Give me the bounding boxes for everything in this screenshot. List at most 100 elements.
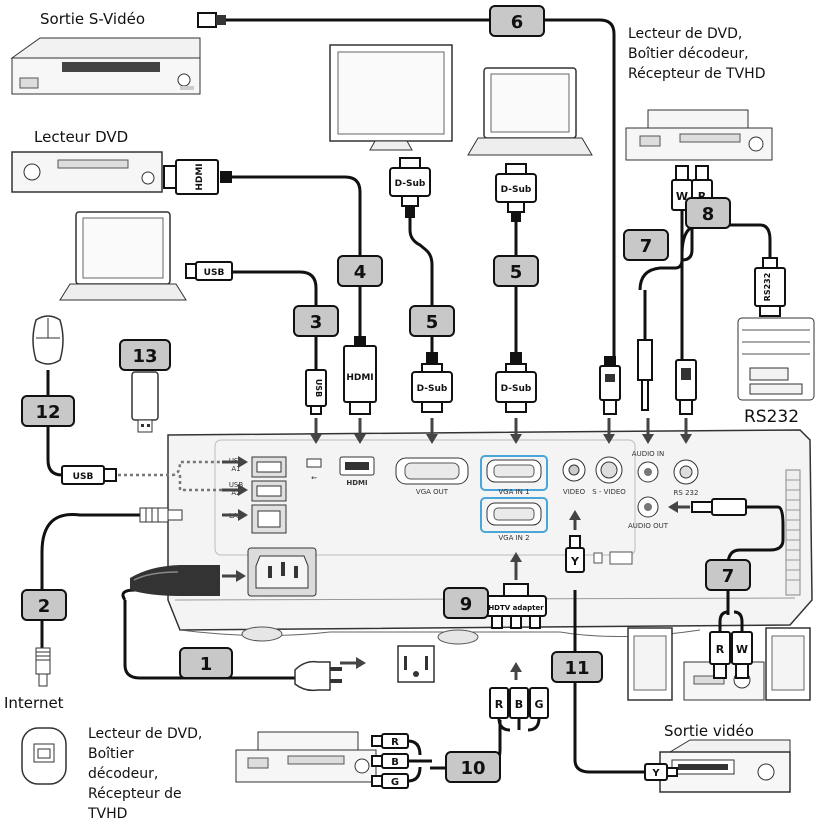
- svg-text:4: 4: [354, 262, 367, 283]
- svg-text:5: 5: [510, 262, 523, 283]
- label-svideo-source: Sortie S-Vidéo: [40, 10, 145, 28]
- mini-usb-port: ⇜: [306, 458, 322, 482]
- vga-in2-label: VGA IN 2: [498, 534, 529, 542]
- cable-badge-3: 3: [293, 305, 339, 337]
- vga-out-label: VGA OUT: [416, 488, 449, 496]
- power-inlet-port: [247, 547, 317, 597]
- label-dvd-bottom-left-2: Boîtier: [88, 746, 134, 762]
- svg-text:⇜: ⇜: [311, 474, 317, 482]
- svg-text:13: 13: [132, 346, 157, 367]
- rca-b-horizontal-label: B: [391, 757, 399, 768]
- svg-text:7: 7: [722, 566, 735, 587]
- laptop-top: [467, 67, 593, 156]
- projector-body: ⇜ HDMI VGA OUT VGA IN 1 VGA IN 2 VIDEO S…: [167, 429, 813, 645]
- svideo-plug-bottom: [599, 356, 621, 415]
- dsub-plug-monitor-bottom: D-Sub: [411, 352, 453, 413]
- label-dvd-bottom-left-5: TVHD: [87, 806, 127, 822]
- dsub-laptop-top-label: D-Sub: [501, 185, 532, 195]
- rca-plugs-audio-bottom: R W: [709, 610, 753, 679]
- hdmi-plug-horizontal: HDMI: [163, 159, 232, 195]
- video-plug-vertical: Y: [565, 535, 585, 573]
- rca-b-vertical-label: B: [515, 698, 523, 711]
- rca-w-bottom-label: W: [736, 643, 748, 656]
- rs232-device: [737, 317, 815, 401]
- kensington-lock-icon: [593, 551, 633, 565]
- audio-out-port: AUDIO OUT: [628, 496, 669, 530]
- dvd-player-left: [11, 151, 163, 193]
- label-dvd-player: Lecteur DVD: [34, 128, 128, 146]
- rca-r-top-label: R: [698, 190, 707, 203]
- video-port-label: VIDEO: [563, 488, 586, 496]
- rca-r-horizontal-label: R: [391, 737, 399, 748]
- svg-text:8: 8: [702, 204, 715, 225]
- lan-plug-bottom: [35, 647, 51, 687]
- port-arrows: [222, 418, 692, 680]
- cable-badge-1: 1: [179, 647, 233, 679]
- power-plug: [294, 660, 342, 692]
- usb-plug-laptop-label: USB: [204, 268, 225, 278]
- svideo-port-label: S - VIDEO: [592, 488, 626, 496]
- laptop-left: [59, 211, 187, 301]
- cable-badge-5a: 5: [409, 305, 455, 337]
- usb-plug-vertical-label: USB: [314, 379, 323, 397]
- dsub-monitor-top-label: D-Sub: [395, 179, 426, 189]
- cable-badge-9: 9: [443, 587, 489, 619]
- rca-r-bottom-label: R: [716, 643, 725, 656]
- rca-g-vertical-label: G: [534, 698, 543, 711]
- hdmi-plug-label: HDMI: [195, 163, 205, 190]
- rca-plugs-rgb-vertical: R B G: [489, 687, 549, 732]
- monitor: [329, 44, 453, 151]
- svideo-port: S - VIDEO: [592, 456, 626, 496]
- cable-badge-10: 10: [445, 751, 501, 783]
- cable-badge-12: 12: [21, 395, 75, 427]
- svg-text:5: 5: [426, 312, 439, 333]
- audio-jack-plug: [637, 339, 653, 411]
- vga-out-port: VGA OUT: [395, 457, 469, 496]
- svg-text:7: 7: [640, 236, 653, 257]
- cable-badge-13: 13: [119, 339, 171, 371]
- wall-outlet-icon: [397, 645, 435, 683]
- usb-plug-laptop: USB: [185, 261, 233, 281]
- usb-a1-sublabel: A1: [231, 465, 240, 473]
- dsub-monitor-bottom-label: D-Sub: [417, 384, 448, 394]
- audio-jack-plug-out: [691, 498, 747, 516]
- usb-dotted-link: [118, 460, 245, 492]
- vga-in2-port: VGA IN 2: [480, 497, 548, 542]
- cable-badge-8: 8: [685, 197, 731, 229]
- rca-plugs-rgb-horizontal: R B G: [371, 733, 432, 789]
- mouse-icon: [32, 315, 64, 365]
- label-dvd-top-right-2: Boîtier décodeur,: [628, 46, 749, 62]
- label-video-out: Sortie vidéo: [664, 722, 754, 740]
- video-plug-vertical-label: Y: [570, 555, 580, 568]
- rca-plugs-audio-top: W R: [671, 165, 713, 211]
- power-cord-connector: [130, 565, 220, 596]
- label-dvd-bottom-left-1: Lecteur de DVD,: [88, 726, 202, 742]
- usb-plug-mouse: USB: [61, 465, 117, 485]
- cable-badge-7b: 7: [705, 559, 751, 591]
- usb-plug-mouse-label: USB: [73, 472, 94, 482]
- rs232-plug-top: RS232: [754, 257, 786, 317]
- label-rs232: RS232: [744, 407, 799, 427]
- hdmi-port-label: HDMI: [346, 479, 367, 487]
- internet-wall-jack-icon: [21, 727, 67, 785]
- stb-stack-top-right: [625, 109, 773, 161]
- cable-badges: 6 4 5 5 3 7 8 7 13 12 2 1 9 11 10: [21, 5, 751, 783]
- svg-text:3: 3: [310, 312, 323, 333]
- video-plug-horizontal-label: Y: [651, 768, 660, 779]
- usb-a2-sublabel: A2: [231, 489, 240, 497]
- hdmi-plug-vertical: HDMI: [343, 336, 377, 415]
- usb-a1-port: [251, 456, 287, 478]
- audio-in-port: AUDIO IN: [632, 450, 664, 483]
- stb-stack-bottom-left: [235, 731, 377, 783]
- hdmi-port: HDMI: [339, 456, 375, 487]
- dsub-plug-monitor-top: D-Sub: [389, 157, 431, 218]
- vga-in1-label: VGA IN 1: [498, 488, 529, 496]
- projector-vent-grille: [785, 469, 801, 596]
- usb-a2-label: USB: [229, 481, 244, 489]
- rca-w-top-label: W: [676, 190, 688, 203]
- rca-r-vertical-label: R: [495, 698, 504, 711]
- rca-g-horizontal-label: G: [391, 777, 399, 788]
- vcr-svideo-source: [10, 37, 201, 95]
- audio-out-label: AUDIO OUT: [628, 522, 669, 530]
